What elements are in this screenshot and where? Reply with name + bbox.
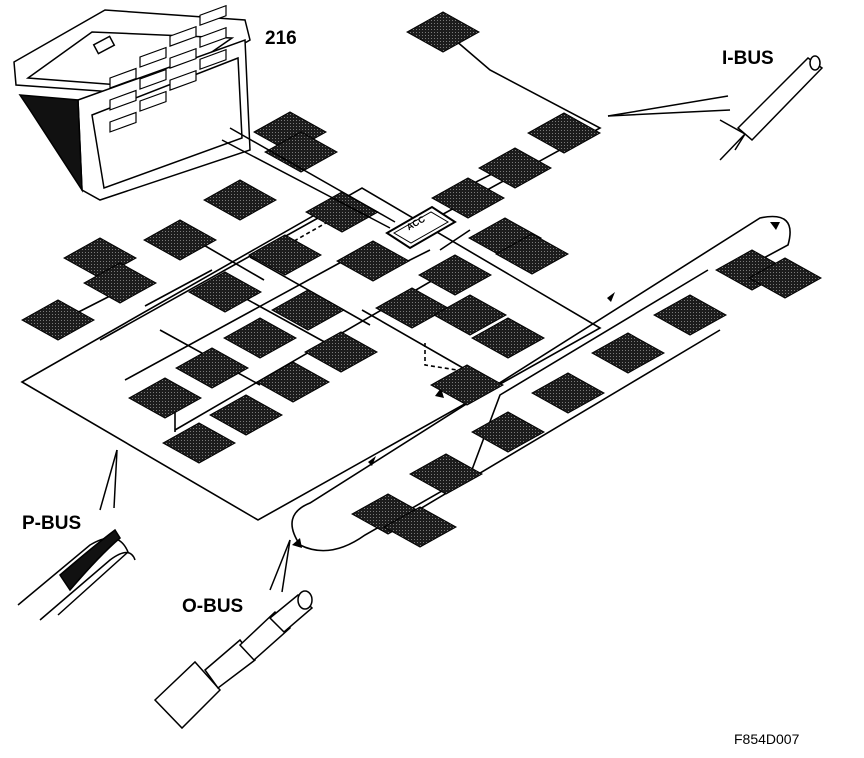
module <box>653 294 727 336</box>
module <box>128 377 202 419</box>
p-bus-outline <box>20 187 602 521</box>
o-bus-label: O-BUS <box>182 596 244 617</box>
module <box>375 287 449 329</box>
o-bus-loop <box>291 215 791 552</box>
module <box>431 177 505 219</box>
module <box>203 179 277 221</box>
module <box>527 112 601 154</box>
module <box>143 219 217 261</box>
module <box>336 240 410 282</box>
module <box>531 372 605 414</box>
module <box>430 364 504 406</box>
module <box>406 11 480 53</box>
unit-to-acc-leads <box>221 127 396 229</box>
module <box>256 361 330 403</box>
module <box>162 422 236 464</box>
module <box>418 254 492 296</box>
module <box>478 147 552 189</box>
module <box>305 191 379 233</box>
module <box>409 453 483 495</box>
module <box>209 394 283 436</box>
figure-id: F854D007 <box>734 731 800 747</box>
o-bus-arrows <box>292 222 780 548</box>
module <box>248 234 322 276</box>
module <box>175 347 249 389</box>
i-bus-label: I-BUS <box>722 48 774 69</box>
module <box>471 411 545 453</box>
module <box>271 289 345 331</box>
o-bus-connector <box>153 539 314 730</box>
control-unit-216 <box>13 4 251 201</box>
i-bus-connector <box>607 55 824 161</box>
module <box>21 299 95 341</box>
module <box>188 271 262 313</box>
module <box>223 317 297 359</box>
part-number-label: 216 <box>265 28 297 49</box>
p-bus-connector <box>17 449 136 621</box>
acc-module <box>385 205 457 250</box>
p-bus-label: P-BUS <box>22 513 82 534</box>
module <box>591 332 665 374</box>
